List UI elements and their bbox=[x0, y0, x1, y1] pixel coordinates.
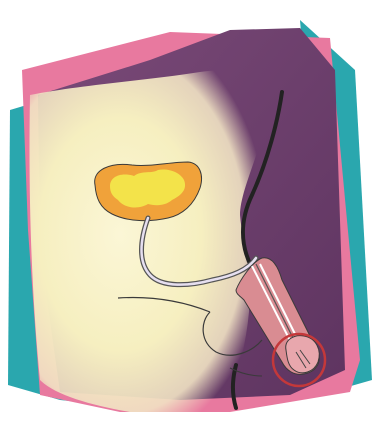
body-cream-region bbox=[29, 71, 268, 412]
